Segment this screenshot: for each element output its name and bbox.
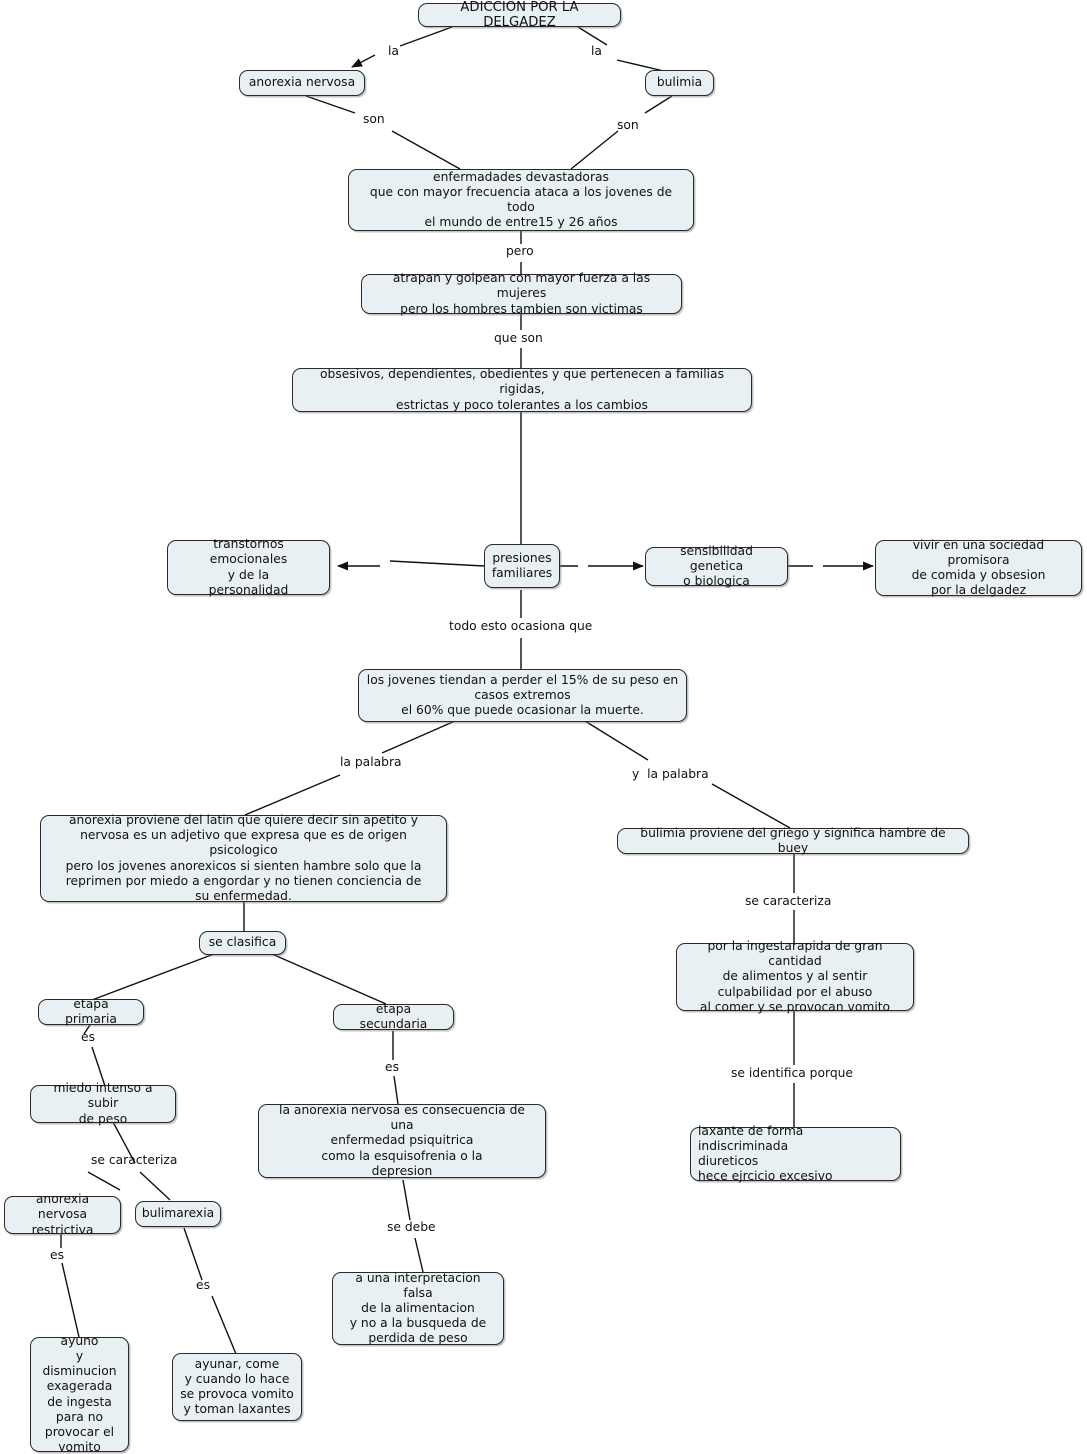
node-anorexia-nervosa[interactable]: anorexia nervosa [239,70,365,96]
edge-anorexia-enfermedades-a [305,95,356,114]
node-bulimia[interactable]: bulimia [645,70,714,96]
node-ayuno-disminucion[interactable]: ayuno y disminucion exagerada de ingesta… [30,1334,129,1454]
edge-miedo-bulimarexia [139,1171,171,1201]
edge-jovenes-bulimiadef-b [711,783,791,829]
node-anorexia-definicion[interactable]: anorexia proviene del latin que quiere d… [40,813,447,903]
edge-clasifica-secundaria [271,953,387,1005]
edge-label-todo-esto-ocasiona: todo esto ocasiona que [449,619,593,633]
node-obsesivos-dependientes[interactable]: obsesivos, dependientes, obedientes y qu… [292,367,752,412]
node-sensibilidad-genetica[interactable]: sensibilidad genetica o biologica [645,544,788,588]
edge-label-se-identifica-porque: se identifica porque [731,1066,853,1080]
edge-consec-sedebe-a [402,1179,411,1221]
edge-label-la-left: la [388,44,399,58]
edge-presiones-transtornos-a [389,560,485,567]
edge-label-es-secundaria: es [385,1060,399,1074]
edge-label-es-restrictiva: es [50,1248,64,1262]
edge-root-anorexia-b [351,54,376,68]
edge-jovenes-bulimiadef-a [584,720,649,761]
edge-primaria-miedo-b [91,1046,106,1087]
edge-label-la-right: la [591,44,602,58]
node-miedo-intenso[interactable]: miedo intenso a subir de peso [30,1081,176,1126]
node-atrapan-golpean[interactable]: atrapan y golpean con mayor fuerza a las… [361,271,682,316]
edge-secundaria-consec-b [393,1075,399,1105]
node-enfermedades-devastadoras[interactable]: enfermadades devastadoras que con mayor … [348,169,694,231]
node-etapa-primaria[interactable]: etapa primaria [38,997,144,1026]
edge-bulimia-enfermedades-b [570,130,619,170]
node-se-clasifica[interactable]: se clasifica [199,931,286,955]
edge-caracteriza-restrictiva [87,1171,121,1191]
edge-restrictiva-ayuno-b [61,1262,80,1338]
node-presiones-familiares[interactable]: presiones familiares [484,544,560,588]
edge-label-pero: pero [506,244,534,258]
edge-label-se-caracteriza-miedo: se caracteriza [91,1153,178,1167]
node-vivir-sociedad[interactable]: vivir en una sociedad promisora de comid… [875,538,1082,597]
node-anorexia-consecuencia[interactable]: la anorexia nervosa es consecuencia de u… [258,1103,546,1178]
edge-label-son-left: son [363,112,385,126]
node-bulimia-definicion[interactable]: bulimia proviene del griego y significa … [617,826,969,855]
node-ingesta-rapida[interactable]: por la ingestarapida de gran cantidad de… [676,939,914,1014]
node-interpretacion-falsa[interactable]: a una interpretacion falsa de la aliment… [332,1271,504,1345]
node-transtornos-emocionales[interactable]: transtornos emocionales y de la personal… [167,537,330,597]
edge-clasifica-primaria [91,953,215,1001]
node-anorexia-restrictiva[interactable]: anorexia nervosa restrictiva [4,1192,121,1237]
node-jovenes-perder-peso[interactable]: los jovenes tiendan a perder el 15% de s… [358,669,687,722]
edge-label-se-caracteriza-bulimia: se caracteriza [745,894,832,908]
node-etapa-secundaria[interactable]: etapa secundaria [333,1002,454,1031]
edge-jovenes-anorexiadef-b [244,774,341,816]
edge-label-la-palabra: la palabra [340,755,402,769]
edge-label-son-right: son [617,118,639,132]
node-ayunar-come[interactable]: ayunar, come y cuando lo hace se provoca… [172,1353,302,1421]
edge-anorexia-enfermedades-b [391,130,461,170]
edge-label-se-debe: se debe [387,1220,436,1234]
node-laxante-diureticos[interactable]: laxante de forma indiscriminada diuretic… [690,1124,901,1183]
edge-jovenes-anorexiadef-a [381,720,456,754]
edge-bulimia-enfermedades-a [644,95,673,114]
edge-consec-interpretacion [414,1237,424,1273]
edge-bulimarexia-ayunar-a [183,1227,203,1281]
edge-label-y-la-palabra: y la palabra [632,767,709,781]
edge-label-es-bulimarexia: es [196,1278,210,1292]
edge-label-que-son: que son [494,331,543,345]
edge-bulimarexia-ayunar-b [211,1295,237,1355]
node-root-title[interactable]: ADICCION POR LA DELGADEZ [418,0,621,30]
node-bulimarexia[interactable]: bulimarexia [135,1201,221,1227]
edge-label-es-primaria: es [81,1030,95,1044]
